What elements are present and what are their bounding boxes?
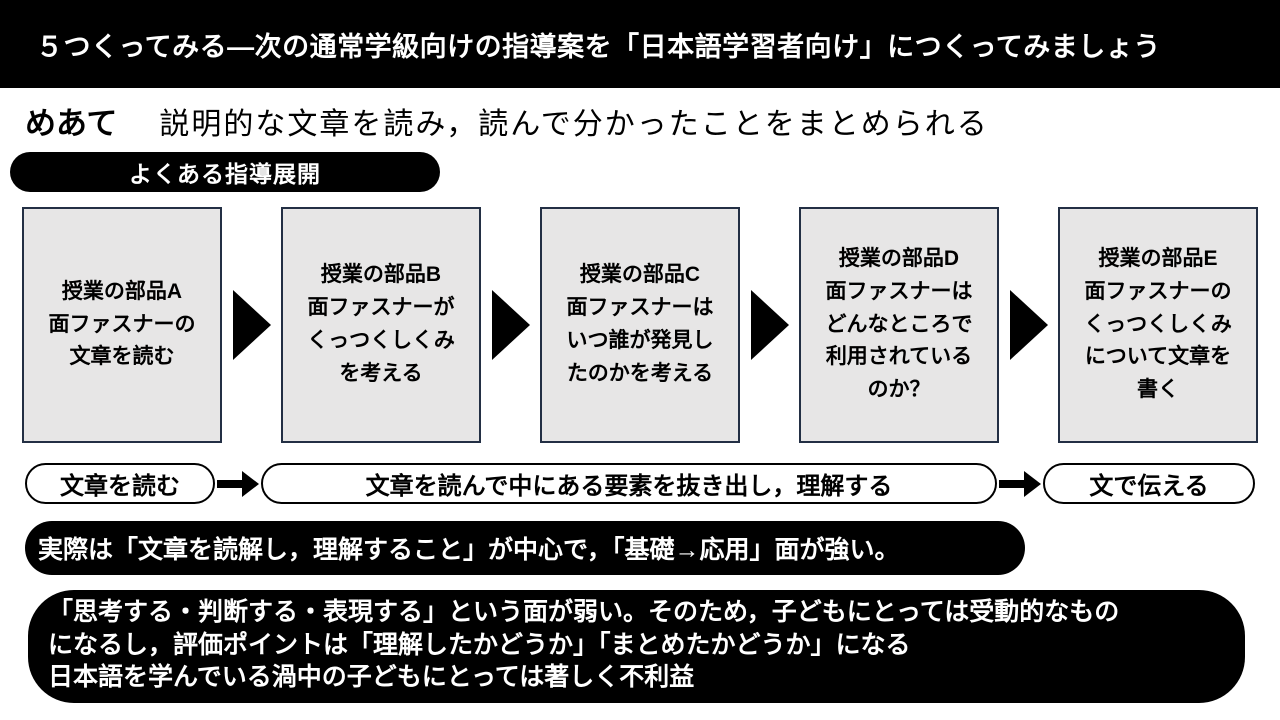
triangle-arrow-right-icon [232, 290, 271, 360]
arrow-shaft [217, 479, 242, 488]
critique-box: 「思考する・判断する・表現する」という面が弱い。そのため，子どもにとっては受動的… [28, 590, 1245, 703]
flow-box-b-text: 授業の部品B 面ファスナーが くっつくしくみ を考える [307, 263, 455, 385]
flow-box-d-text: 授業の部品D 面ファスナーは どんなところで 利用されている のか？ [825, 246, 973, 402]
flow-box-c-text: 授業の部品C 面ファスナーは いつ誰が発見し たのかを考える [566, 263, 714, 385]
stage-pill-convey: 文で伝える [1043, 463, 1255, 504]
flow-box-a-text: 授業の部品A 面ファスナーの 文章を読む [48, 279, 196, 369]
arrow-head [1024, 470, 1041, 497]
stage-pill-read-label: 文章を読む [60, 473, 180, 500]
flow-box-e-text: 授業の部品E 面ファスナーの くっつくしくみ について文章を 書く [1084, 246, 1232, 402]
arrow-shaft [999, 479, 1024, 488]
stage-row: 文章を読む 文章を読んで中にある要素を抜き出し，理解する 文で伝える [0, 463, 1280, 504]
title-bar: ５つくってみる―次の通常学級向けの指導案を「日本語学習者向け」につくってみましょ… [0, 0, 1280, 88]
summary-pill: 実際は「文章を読解し，理解すること」が中心で，「基礎→応用」面が強い。 [25, 521, 1025, 575]
arrow-right-icon [999, 470, 1041, 497]
critique-text: 「思考する・判断する・表現する」という面が弱い。そのため，子どもにとっては受動的… [48, 598, 1120, 691]
stage-pill-read: 文章を読む [25, 463, 215, 504]
stage-pill-extract-label: 文章を読んで中にある要素を抜き出し，理解する [365, 473, 893, 500]
stage-pill-extract: 文章を読んで中にある要素を抜き出し，理解する [261, 463, 997, 504]
triangle-arrow-right-icon [1009, 290, 1048, 360]
triangle-arrow-right-icon [750, 290, 789, 360]
flow-box-a: 授業の部品A 面ファスナーの 文章を読む [22, 207, 222, 443]
triangle-arrow-right-icon [491, 290, 530, 360]
flow-box-e: 授業の部品E 面ファスナーの くっつくしくみ について文章を 書く [1058, 207, 1258, 443]
stage-pill-convey-label: 文で伝える [1089, 473, 1209, 500]
arrow-head [242, 470, 259, 497]
flow-box-d: 授業の部品D 面ファスナーは どんなところで 利用されている のか？ [799, 207, 999, 443]
section-badge-label: よくある指導展開 [129, 161, 321, 187]
section-badge: よくある指導展開 [10, 152, 440, 192]
summary-text: 実際は「文章を読解し，理解すること」が中心で，「基礎→応用」面が強い。 [38, 536, 900, 564]
goal-row: めあて 説明的な文章を読み，読んで分かったことをまとめられる [25, 98, 1280, 143]
slide-title: ５つくってみる―次の通常学級向けの指導案を「日本語学習者向け」につくってみましょ… [36, 31, 1161, 62]
lesson-flow: 授業の部品A 面ファスナーの 文章を読む 授業の部品B 面ファスナーが くっつく… [0, 207, 1280, 443]
flow-box-b: 授業の部品B 面ファスナーが くっつくしくみ を考える [281, 207, 481, 443]
goal-text: 説明的な文章を読み，読んで分かったことをまとめられる [159, 108, 989, 141]
goal-label: めあて [25, 106, 118, 141]
flow-box-c: 授業の部品C 面ファスナーは いつ誰が発見し たのかを考える [540, 207, 740, 443]
arrow-right-icon [217, 470, 259, 497]
